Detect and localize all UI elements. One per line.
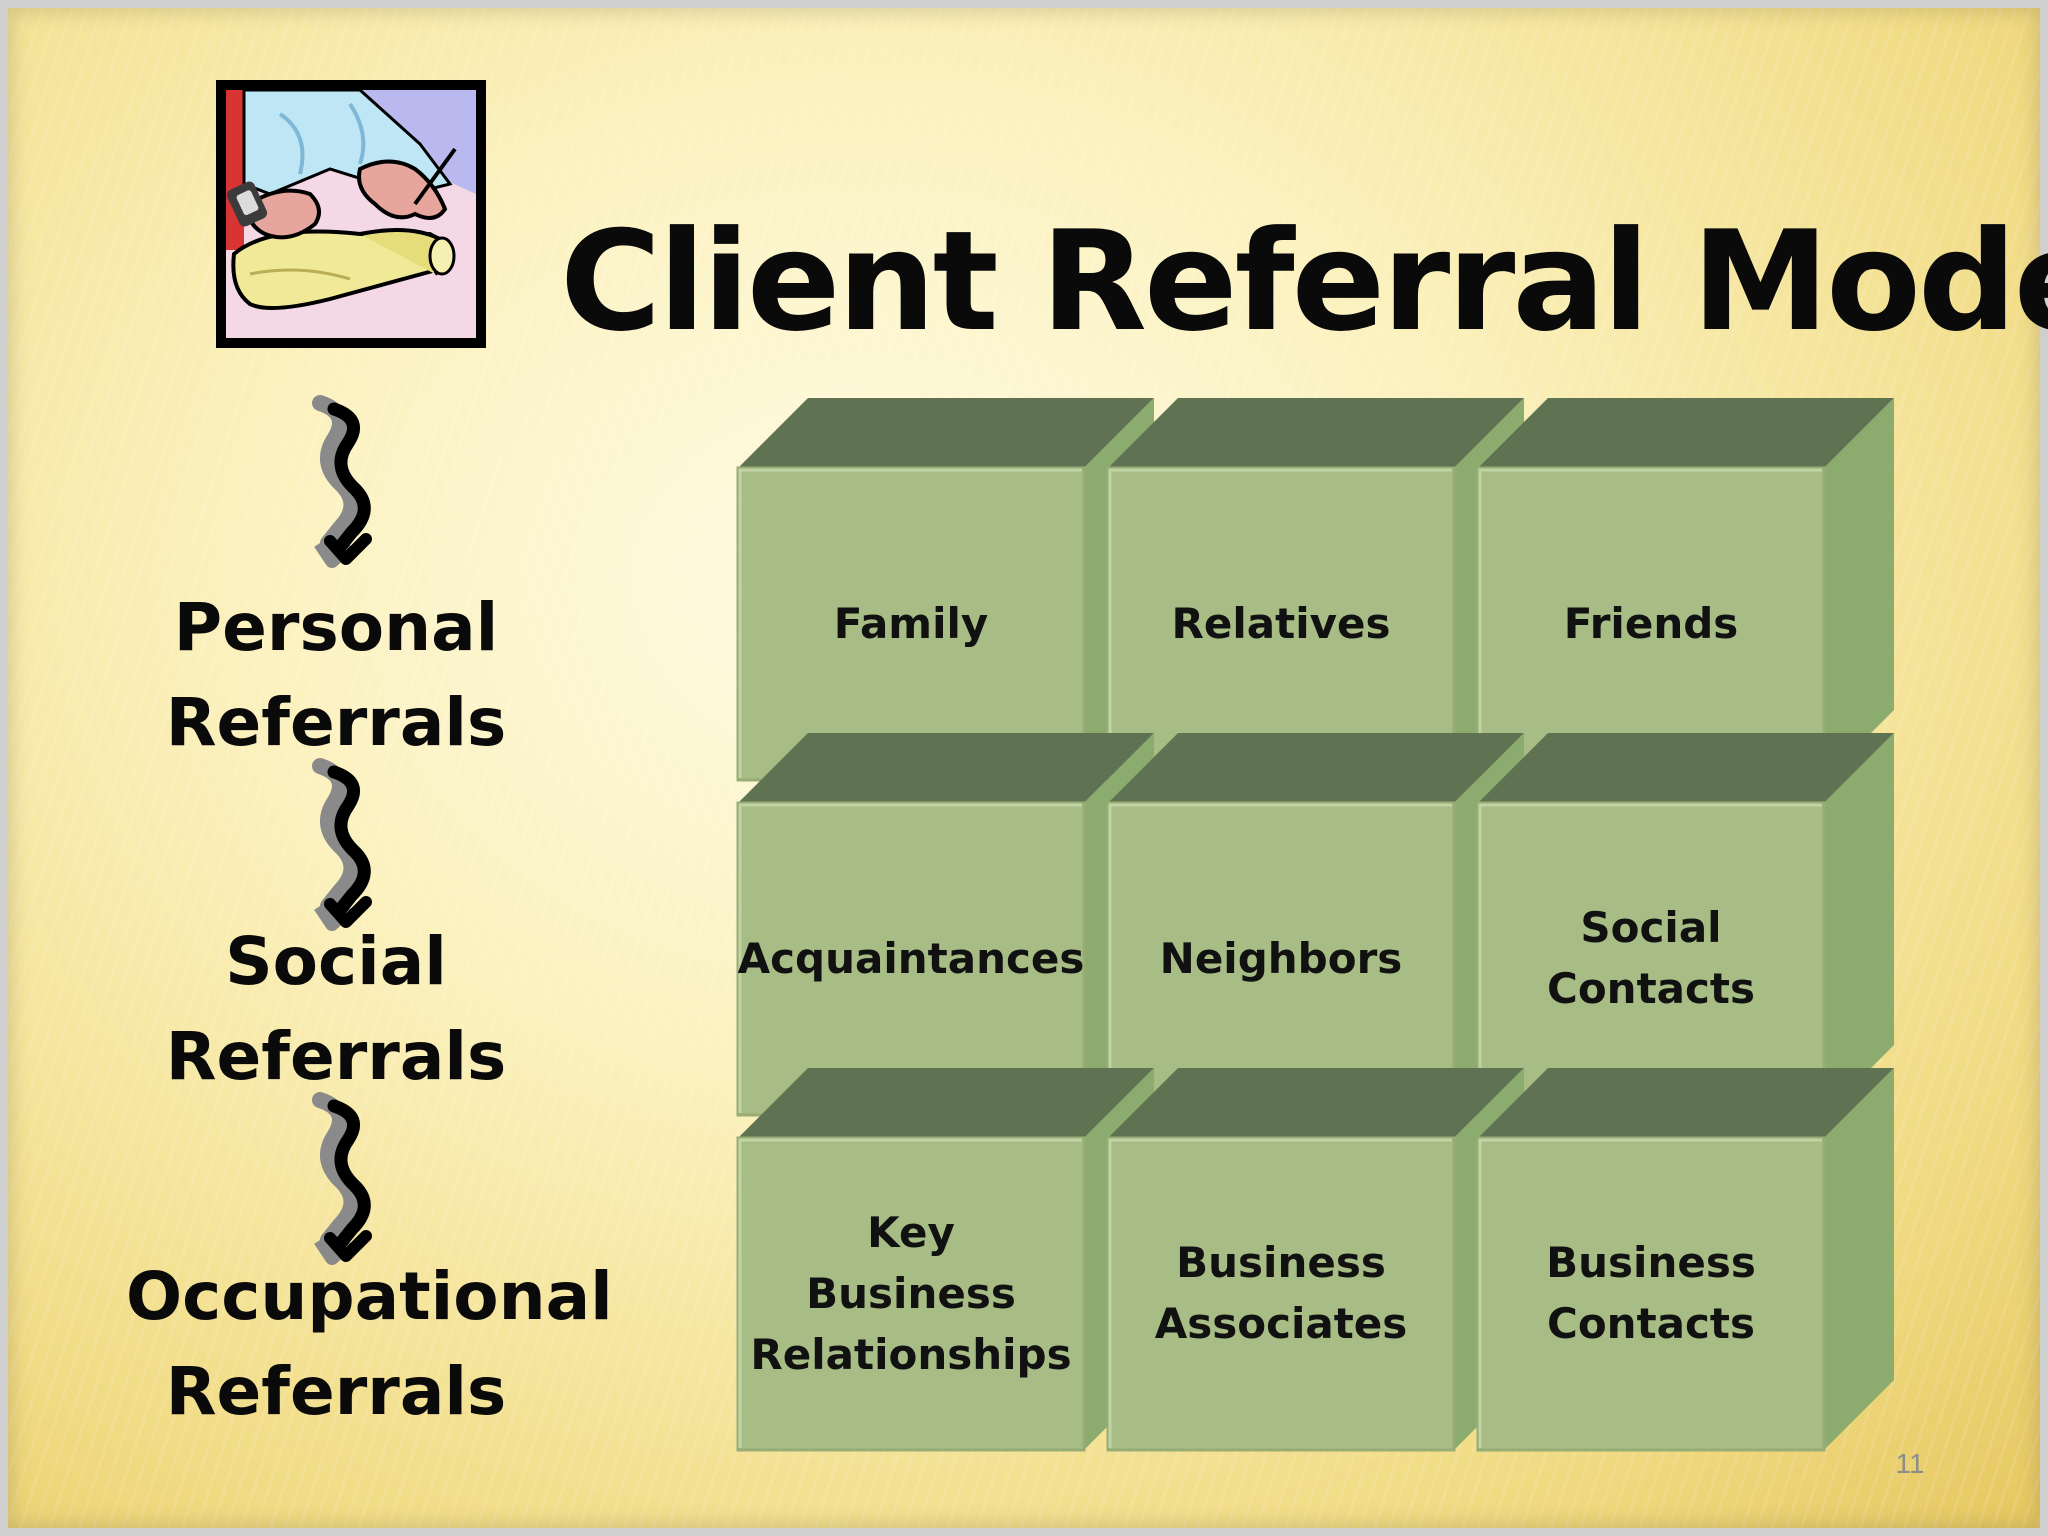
cube-side-face (1824, 1068, 1894, 1450)
slide-title: Client Referral Model (560, 201, 2048, 363)
cube-label-line: Relationships (750, 1329, 1072, 1379)
cube-label-line: Neighbors (1159, 933, 1403, 983)
level-label-line: Referrals (165, 1353, 507, 1430)
cube-label-line: Acquaintances (737, 933, 1085, 983)
cube-label-line: Associates (1154, 1299, 1408, 1348)
cube-label-line: Relatives (1171, 598, 1391, 648)
squiggle-arrow-down-icon (312, 758, 372, 931)
cube-label-line: Business (1546, 1238, 1756, 1287)
cube-label-line: Contacts (1547, 964, 1755, 1013)
squiggle-arrow-down-icon (312, 395, 372, 568)
cube-label: Relatives (1111, 468, 1451, 778)
cube-side-face (1824, 733, 1894, 1115)
cube-label: Acquaintances (738, 803, 1085, 1113)
cube-label-line: Family (833, 598, 989, 648)
slide-number: 11 (1895, 1448, 1925, 1479)
cube-label-line: Contacts (1547, 1299, 1755, 1348)
level-label-line: Personal (173, 589, 499, 666)
cube-label-line: Business (806, 1268, 1016, 1318)
level-label-occupational: Occupational Referrals (126, 1249, 613, 1439)
level-label-line: Referrals (165, 684, 507, 761)
cube-label-line: Social (1580, 903, 1722, 952)
level-label-line: Occupational (126, 1258, 613, 1335)
cube-label-line: Business (1176, 1238, 1386, 1287)
level-label-line: Social (225, 923, 447, 1000)
cube-label: Neighbors (1111, 803, 1451, 1113)
cube-label-line: Key (867, 1207, 955, 1257)
writing-scroll-clipart-icon (216, 80, 486, 348)
level-label-line: Referrals (165, 1018, 507, 1095)
cube-side-face (1824, 398, 1894, 780)
cube-top-face (1108, 398, 1524, 468)
cube-top-face (738, 398, 1154, 468)
cube-label: Family (741, 468, 1081, 778)
cube-top-face (1478, 398, 1894, 468)
cube-label-line: Friends (1563, 598, 1739, 648)
squiggle-arrow-down-icon (312, 1092, 372, 1265)
level-label-social: Social Referrals (126, 914, 546, 1104)
cube-label: Friends (1481, 468, 1821, 778)
level-label-personal: Personal Referrals (126, 580, 546, 770)
